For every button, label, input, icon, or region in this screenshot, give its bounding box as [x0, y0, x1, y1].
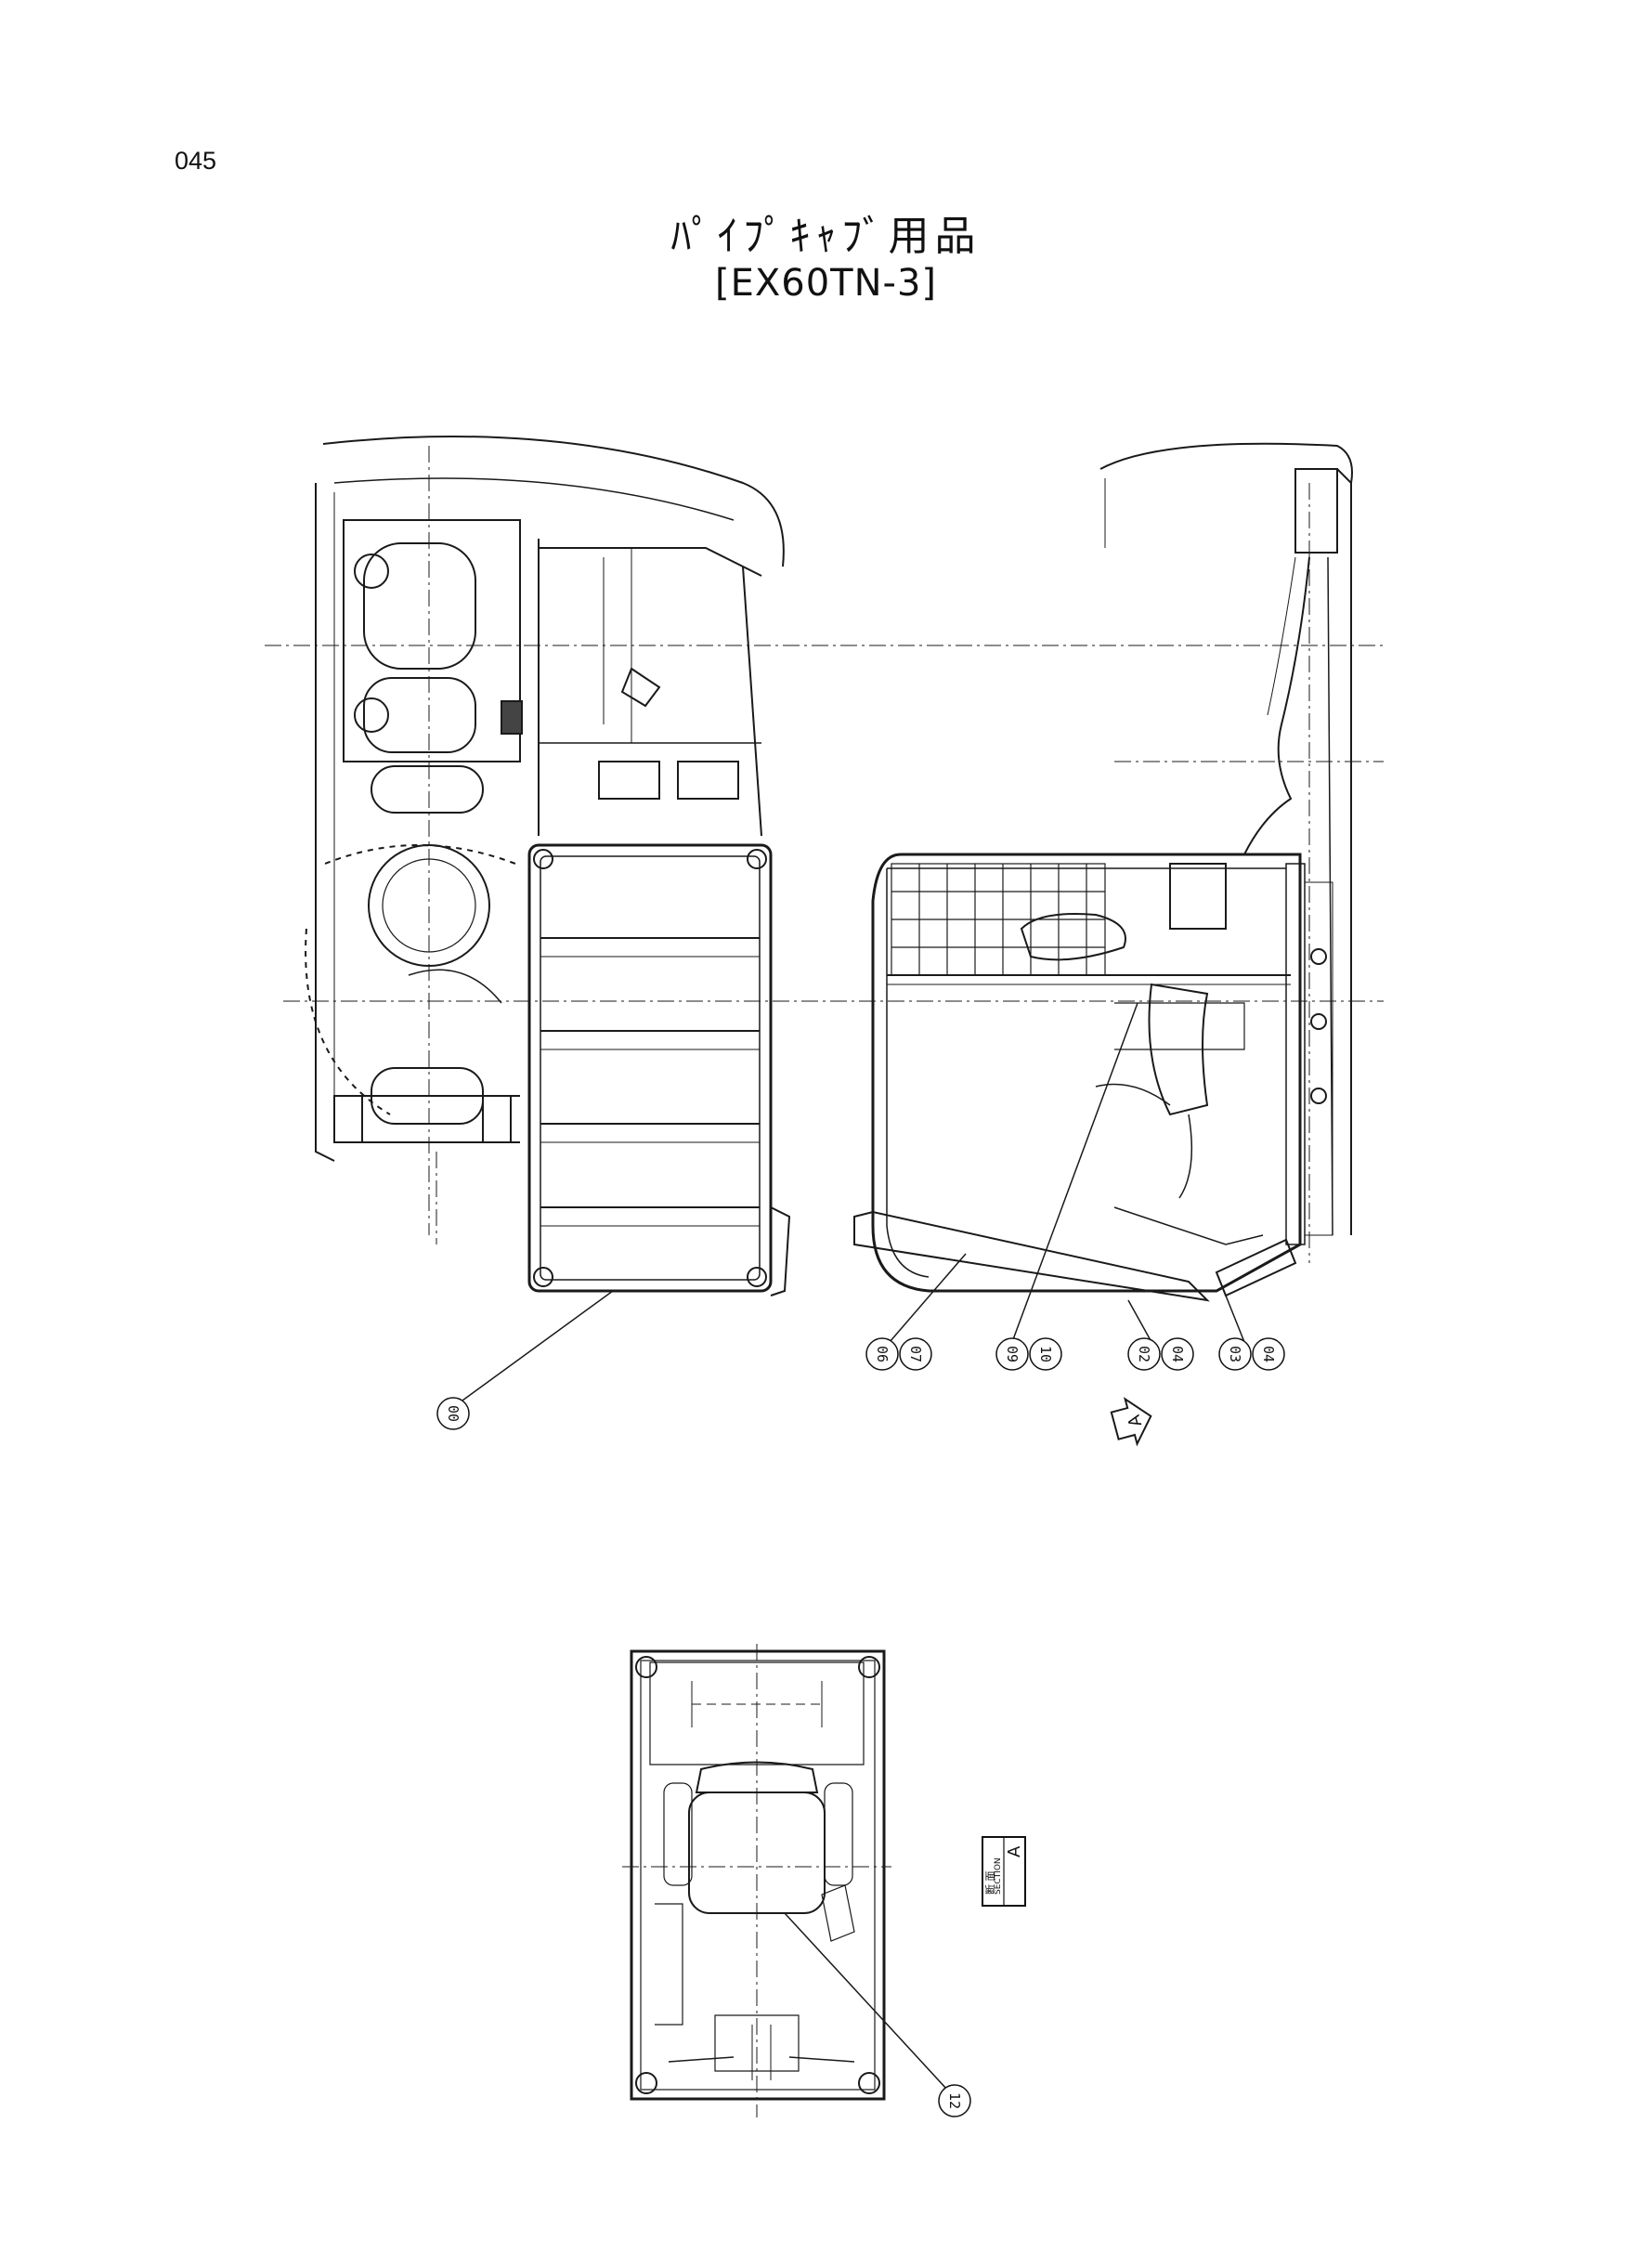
left-view	[265, 436, 1384, 1296]
callout-09: 09	[995, 1337, 1029, 1371]
callout-07: 07	[899, 1337, 932, 1371]
callout-09-label: 09	[1004, 1346, 1021, 1362]
callout-12: 12	[938, 2084, 971, 2117]
callout-06: 06	[865, 1337, 899, 1371]
callout-04a-label: 04	[1169, 1346, 1186, 1362]
callout-03: 03	[1218, 1337, 1252, 1371]
callout-00-label: 00	[445, 1405, 462, 1422]
page-title: ﾊﾟｲﾌﾟｷｬﾌﾞ用品	[670, 213, 982, 260]
section-label-box: 断 面 SECTION A	[982, 1836, 1026, 1907]
callout-10-label: 10	[1037, 1346, 1054, 1362]
view-arrow-label: A	[1125, 1413, 1147, 1429]
page-subtitle: [EX60TN-3]	[714, 262, 938, 305]
callout-04a: 04	[1161, 1337, 1194, 1371]
section-letter: A	[1005, 1845, 1024, 1857]
callout-04b: 04	[1252, 1337, 1285, 1371]
page-number: 045	[175, 147, 217, 175]
section-kanji: 断 面	[983, 1871, 996, 1896]
callout-07-label: 07	[907, 1346, 924, 1362]
callout-12-label: 12	[946, 2092, 963, 2109]
callout-06-label: 06	[874, 1346, 891, 1362]
callout-10: 10	[1029, 1337, 1062, 1371]
leader-lines	[462, 1002, 1245, 2091]
section-view	[622, 1644, 891, 2117]
callout-00: 00	[436, 1397, 470, 1430]
right-view	[853, 442, 1384, 1302]
callout-02-label: 02	[1136, 1346, 1152, 1362]
view-arrow-a	[1110, 1397, 1152, 1447]
callout-04b-label: 04	[1260, 1346, 1277, 1362]
section-text: SECTION	[994, 1857, 1003, 1895]
callout-02: 02	[1127, 1337, 1161, 1371]
callout-03-label: 03	[1227, 1346, 1243, 1362]
